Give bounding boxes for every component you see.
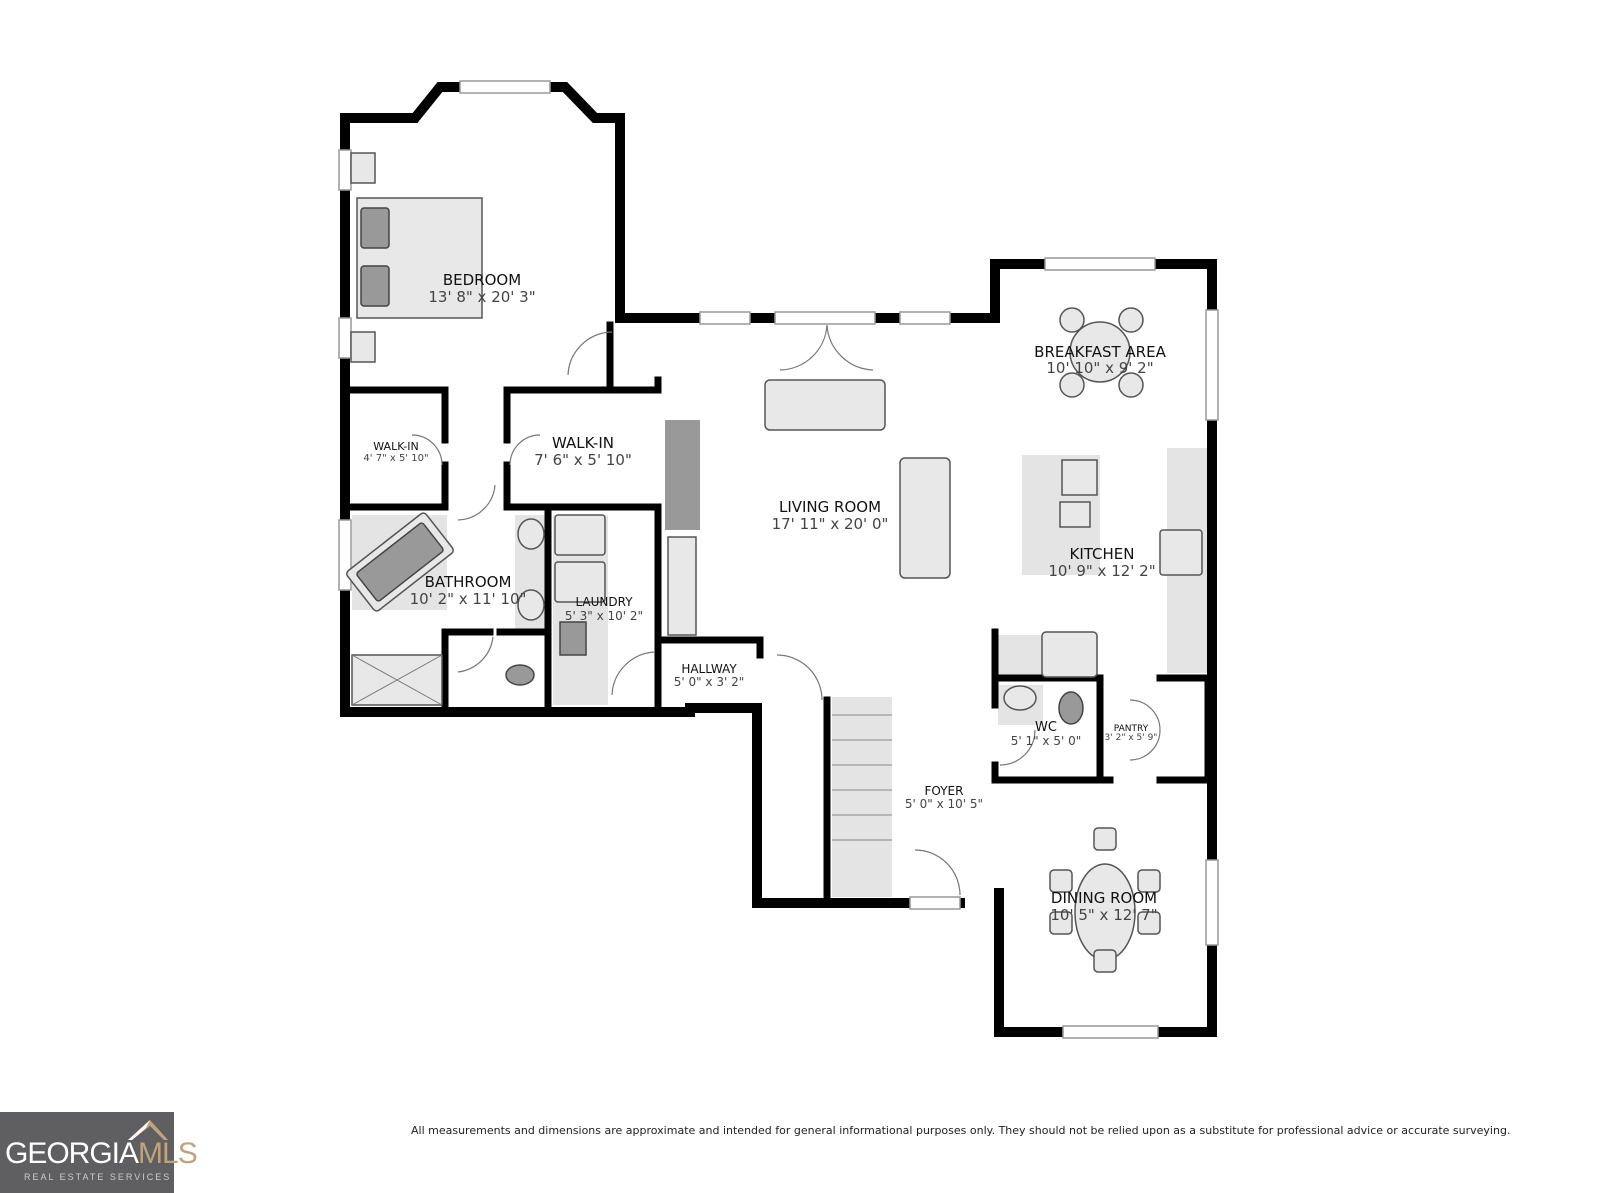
refrigerator bbox=[1041, 631, 1098, 678]
room-labels: BEDROOM 13' 8" x 20' 3" WALK-IN 4' 7" x … bbox=[363, 271, 1166, 924]
sink bbox=[517, 589, 545, 621]
cabinet bbox=[667, 536, 697, 636]
nightstand bbox=[350, 331, 376, 363]
wc-sink bbox=[1003, 685, 1037, 711]
wc-toilet bbox=[1058, 691, 1084, 725]
room-dims-dining-room: 10' 5" x 12' 7" bbox=[1050, 906, 1157, 924]
logo-subtitle: REAL ESTATE SERVICES bbox=[24, 1172, 172, 1182]
staircase bbox=[832, 714, 892, 841]
room-name-breakfast-area: BREAKFAST AREA bbox=[1034, 343, 1166, 361]
room-dims-foyer: 5' 0" x 10' 5" bbox=[905, 797, 983, 811]
windows bbox=[338, 80, 1219, 1039]
interior-walls bbox=[341, 321, 1212, 907]
nightstand bbox=[350, 152, 376, 184]
room-dims-laundry: 5' 3" x 10' 2" bbox=[565, 609, 643, 623]
room-dims-kitchen: 10' 9" x 12' 2" bbox=[1048, 562, 1155, 580]
room-dims-living-room: 17' 11" x 20' 0" bbox=[772, 515, 889, 533]
sink bbox=[517, 518, 545, 550]
pillow bbox=[360, 207, 390, 249]
room-dims-wc: 5' 1" x 5' 0" bbox=[1011, 734, 1082, 748]
doors bbox=[411, 324, 1161, 896]
georgia-mls-logo: GEORGIAMLS REAL ESTATE SERVICES bbox=[0, 1112, 198, 1193]
room-dims-bathroom: 10' 2" x 11' 10" bbox=[410, 590, 527, 608]
disclaimer-text: All measurements and dimensions are appr… bbox=[411, 1124, 1511, 1137]
logo-main: GEORGIA bbox=[5, 1137, 139, 1170]
washer bbox=[554, 514, 606, 556]
room-name-bathroom: BATHROOM bbox=[425, 573, 512, 591]
logo-accent: MLS bbox=[138, 1137, 198, 1170]
cooktop bbox=[1159, 529, 1203, 576]
room-dims-breakfast-area: 10' 10" x 9' 2" bbox=[1046, 359, 1153, 377]
room-name-wc: WC bbox=[1035, 720, 1057, 735]
furniture bbox=[346, 152, 1203, 973]
room-name-walkin-small: WALK-IN bbox=[373, 440, 418, 453]
toilet bbox=[505, 664, 535, 686]
room-name-pantry: PANTRY bbox=[1114, 724, 1149, 734]
room-name-living-room: LIVING ROOM bbox=[779, 498, 881, 516]
room-dims-hallway: 5' 0" x 3' 2" bbox=[674, 675, 745, 689]
room-name-kitchen: KITCHEN bbox=[1070, 545, 1135, 563]
logo-wordmark: GEORGIAMLS bbox=[5, 1137, 198, 1171]
roof-icon bbox=[128, 1120, 168, 1140]
room-name-laundry: LAUNDRY bbox=[575, 595, 633, 609]
breakfast-table bbox=[1069, 321, 1131, 383]
dryer bbox=[554, 561, 606, 603]
utility-sink bbox=[559, 621, 587, 656]
stool bbox=[1061, 459, 1098, 496]
room-dims-pantry: 3' 2" x 5' 9" bbox=[1105, 733, 1158, 743]
kitchen-sink bbox=[1059, 501, 1091, 528]
pillow bbox=[360, 265, 390, 307]
sofa bbox=[764, 379, 886, 431]
room-dims-bedroom: 13' 8" x 20' 3" bbox=[428, 288, 535, 306]
room-name-dining-room: DINING ROOM bbox=[1051, 889, 1157, 907]
room-dims-walkin: 7' 6" x 5' 10" bbox=[534, 451, 632, 469]
room-name-hallway: HALLWAY bbox=[681, 662, 737, 676]
sofa bbox=[899, 457, 951, 579]
room-dims-walkin-small: 4' 7" x 5' 10" bbox=[363, 453, 428, 464]
room-name-walkin: WALK-IN bbox=[552, 434, 614, 452]
room-name-foyer: FOYER bbox=[925, 784, 964, 798]
bathtub bbox=[346, 512, 454, 612]
room-name-bedroom: BEDROOM bbox=[443, 271, 521, 289]
